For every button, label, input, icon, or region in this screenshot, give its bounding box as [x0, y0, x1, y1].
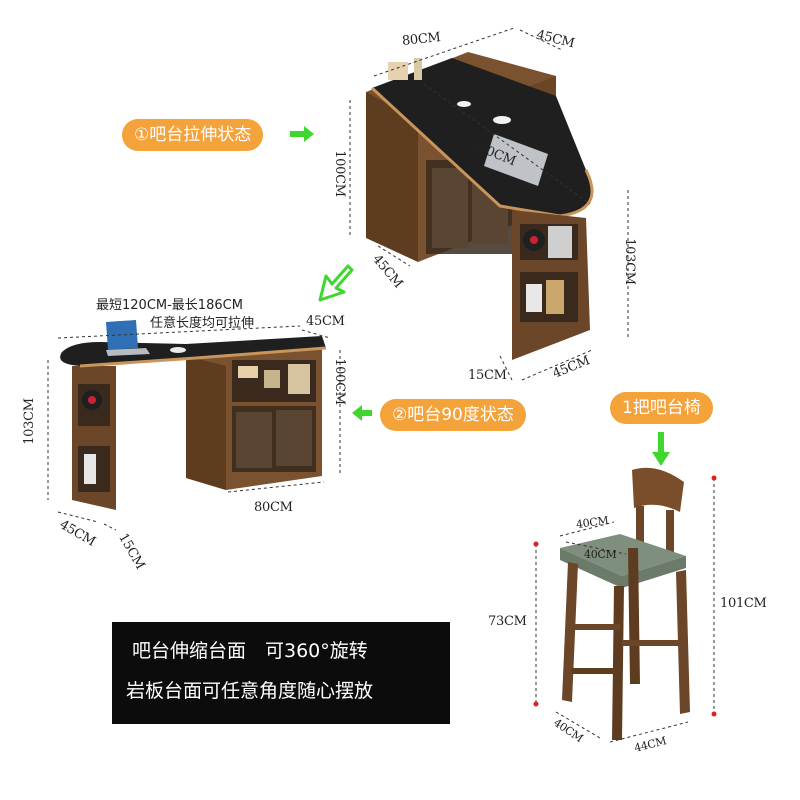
chair-measure-dots [533, 475, 717, 717]
diagonal-arrow-icon [318, 264, 354, 302]
promo-line-2: 岩板台面可任意角度随心摆放 [126, 680, 374, 702]
rotated-state-label: ②吧台90度状态 [380, 399, 526, 431]
promo-box: 吧台伸缩台面 可360°旋转 岩板台面可任意角度随心摆放 [112, 622, 450, 724]
side-width-dimension: 80CM [254, 500, 293, 515]
side-right-height-dimension: 100CM [331, 358, 347, 405]
chair-seat-height-dimension: 73CM [488, 614, 527, 629]
extended-bar-table-illustration [366, 52, 594, 360]
chair-seat-depth-dimension: 40CM [584, 548, 617, 561]
rotated-bar-table-illustration [60, 320, 327, 510]
chair-total-height-dimension: 101CM [720, 596, 767, 611]
top-left-height-dimension: 100CM [331, 150, 347, 197]
extended-state-label: ①吧台拉伸状态 [122, 119, 264, 151]
top-foot-width-dimension: 15CM [468, 368, 507, 383]
arrow-icon [352, 405, 372, 421]
chair-label: 1把吧台椅 [610, 392, 713, 424]
chevron-down-icon [652, 432, 670, 466]
bar-chair-illustration [560, 467, 690, 740]
arrow-icon [290, 126, 314, 142]
length-range-note: 最短120CM-最长186CM [96, 298, 243, 313]
promo-line-1: 吧台伸缩台面 可360°旋转 [132, 640, 368, 662]
top-right-height-dimension: 103CM [621, 238, 637, 285]
side-left-height-dimension: 103CM [21, 398, 37, 445]
dimension-lines [47, 27, 715, 743]
stretch-note: 任意长度均可拉伸 [150, 316, 255, 331]
side-depth-dimension: 45CM [306, 314, 345, 329]
